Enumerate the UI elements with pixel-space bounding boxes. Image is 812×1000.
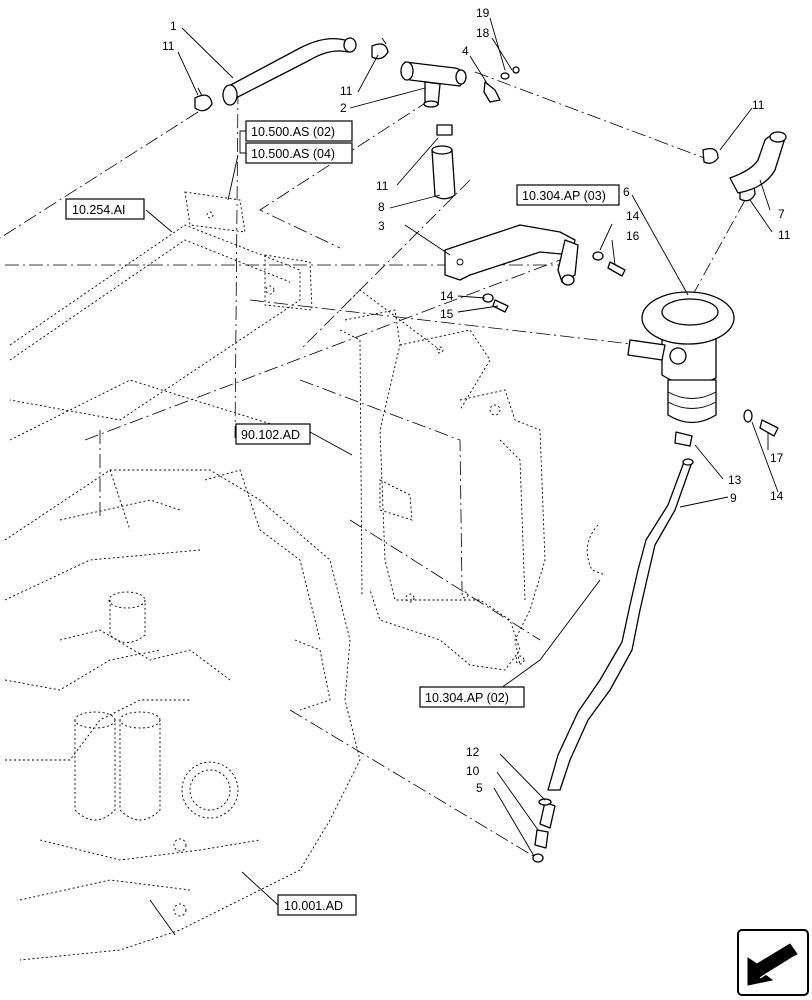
callout-3: 3 xyxy=(378,219,385,233)
callout-9: 9 xyxy=(730,491,737,505)
ref-box-90-102-ad xyxy=(235,423,311,445)
callout-2: 2 xyxy=(340,101,347,115)
callout-12: 12 xyxy=(466,745,480,759)
assembly-chain-lines xyxy=(0,71,746,861)
callout-7: 7 xyxy=(778,207,785,221)
ref-label-90-102-ad: 90.102.AD xyxy=(241,428,300,442)
callout-5: 5 xyxy=(476,781,483,795)
callout-13: 13 xyxy=(728,473,742,487)
callout-1: 1 xyxy=(170,19,177,33)
callout-11: 11 xyxy=(162,39,175,53)
callout-11: 11 xyxy=(376,179,389,193)
callout-14: 14 xyxy=(626,209,640,223)
ref-label-10-001-ad: 10.001.AD xyxy=(284,899,343,913)
callout-15: 15 xyxy=(440,307,454,321)
oil-separator-assembly xyxy=(627,291,735,447)
ref-label-10-254-ai: 10.254.AI xyxy=(72,203,126,217)
callout-10: 10 xyxy=(466,764,480,778)
reference-boxes: 10.500.AS (02) 10.500.AS (04) 10.254.AI … xyxy=(65,120,620,916)
elbow-hose xyxy=(729,131,787,194)
ref-label-10-500-as-04: 10.500.AS (04) xyxy=(251,147,335,161)
engine-block xyxy=(4,469,361,961)
view-direction-arrow-icon xyxy=(737,929,809,996)
callout-11: 11 xyxy=(340,84,353,98)
breather-hose-upper xyxy=(222,37,357,106)
callout-numbers: 1 11 11 2 19 18 4 11 11 8 3 6 14 16 7 11… xyxy=(162,6,791,795)
clip-washer-bolt xyxy=(483,66,520,103)
leader-lines xyxy=(145,17,779,906)
tee-fitting xyxy=(400,61,467,108)
ref-label-10-304-ap-03: 10.304.AP (03) xyxy=(522,189,606,203)
callout-14: 14 xyxy=(440,289,454,303)
washers-bolts xyxy=(482,251,779,437)
callout-6: 6 xyxy=(623,185,630,199)
drain-hose xyxy=(547,458,694,791)
ref-box-10-304-ap-02 xyxy=(419,686,525,708)
callout-8: 8 xyxy=(378,200,385,214)
callout-17: 17 xyxy=(770,451,784,465)
callout-16: 16 xyxy=(626,229,640,243)
callout-11: 11 xyxy=(752,98,765,112)
oil-separator-bracket xyxy=(444,224,579,286)
ref-box-10-254-ai xyxy=(65,198,145,220)
ref-label-10-500-as-02: 10.500.AS (02) xyxy=(251,125,335,139)
callout-19: 19 xyxy=(476,6,490,20)
callout-18: 18 xyxy=(476,26,490,40)
frame-crossmember xyxy=(9,191,313,441)
mounting-bracket xyxy=(339,289,546,671)
drain-connector-parts xyxy=(532,798,556,863)
ref-box-10-304-ap-03 xyxy=(516,184,620,206)
short-hose xyxy=(431,145,456,200)
callout-4: 4 xyxy=(462,44,469,58)
callout-11: 11 xyxy=(778,228,791,242)
ref-label-10-304-ap-02: 10.304.AP (02) xyxy=(425,691,509,705)
callout-14: 14 xyxy=(770,489,784,503)
ref-box-10-001-ad xyxy=(277,894,357,916)
